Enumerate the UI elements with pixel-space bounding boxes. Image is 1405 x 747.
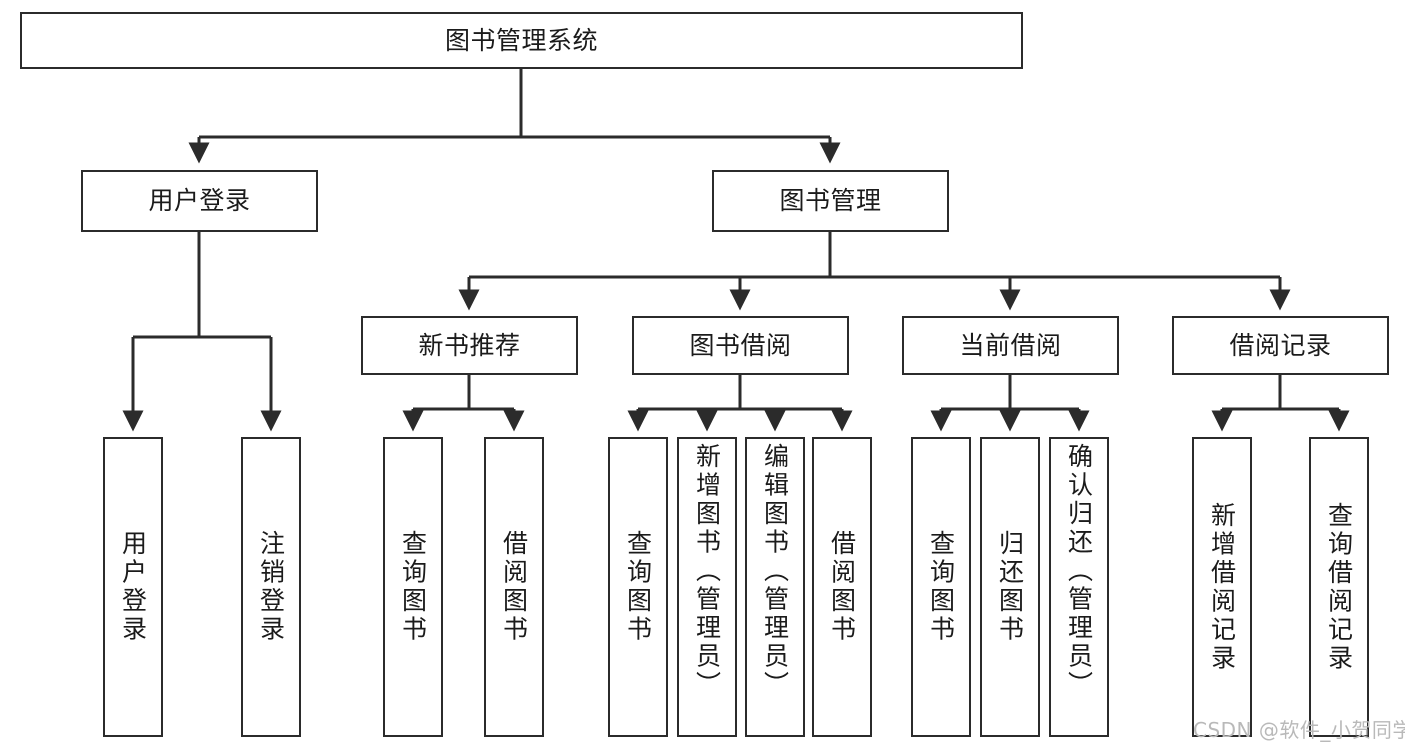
node-label: 借阅图书 [499,530,529,644]
node-label: 借阅记录 [1229,330,1332,360]
node-borrow-record[interactable]: 借阅记录 [1172,316,1389,375]
node-label: 用户登录 [118,530,148,644]
node-label: 借阅图书 [827,530,857,644]
node-label: 确认归还（管理员） [1064,443,1094,700]
node-root-system[interactable]: 图书管理系统 [20,12,1023,69]
node-label: 图书管理系统 [444,25,598,55]
node-current-borrow[interactable]: 当前借阅 [902,316,1119,375]
node-label: 查询图书 [398,530,428,644]
node-label: 注销登录 [256,530,286,644]
node-leaf-edit-book[interactable]: 编辑图书（管理员） [745,437,805,737]
node-book-management[interactable]: 图书管理 [712,170,949,232]
node-label: 编辑图书（管理员） [760,443,790,700]
node-new-book-recommend[interactable]: 新书推荐 [361,316,578,375]
node-user-login[interactable]: 用户登录 [81,170,318,232]
node-leaf-add-record[interactable]: 新增借阅记录 [1192,437,1252,737]
node-leaf-query-book-1[interactable]: 查询图书 [383,437,443,737]
node-label: 新增图书（管理员） [692,443,722,700]
node-label: 查询图书 [926,530,956,644]
node-leaf-query-book-2[interactable]: 查询图书 [608,437,668,737]
node-label: 图书借阅 [689,330,792,360]
node-book-borrow[interactable]: 图书借阅 [632,316,849,375]
node-label: 用户登录 [148,186,251,215]
node-label: 新书推荐 [418,330,521,360]
node-label: 归还图书 [995,530,1025,644]
node-label: 当前借阅 [959,330,1062,360]
node-leaf-query-book-3[interactable]: 查询图书 [911,437,971,737]
node-leaf-query-record[interactable]: 查询借阅记录 [1309,437,1369,737]
watermark-text: CSDN @软件_小贺同学 [1193,718,1405,742]
node-label: 查询借阅记录 [1324,501,1354,673]
node-leaf-return-book[interactable]: 归还图书 [980,437,1040,737]
node-leaf-borrow-book-2[interactable]: 借阅图书 [812,437,872,737]
node-leaf-add-book[interactable]: 新增图书（管理员） [677,437,737,737]
node-leaf-logout-login[interactable]: 注销登录 [241,437,301,737]
node-leaf-borrow-book-1[interactable]: 借阅图书 [484,437,544,737]
node-label: 图书管理 [779,186,882,215]
node-leaf-confirm-return[interactable]: 确认归还（管理员） [1049,437,1109,737]
node-leaf-user-login[interactable]: 用户登录 [103,437,163,737]
node-label: 新增借阅记录 [1207,501,1237,673]
node-label: 查询图书 [623,530,653,644]
